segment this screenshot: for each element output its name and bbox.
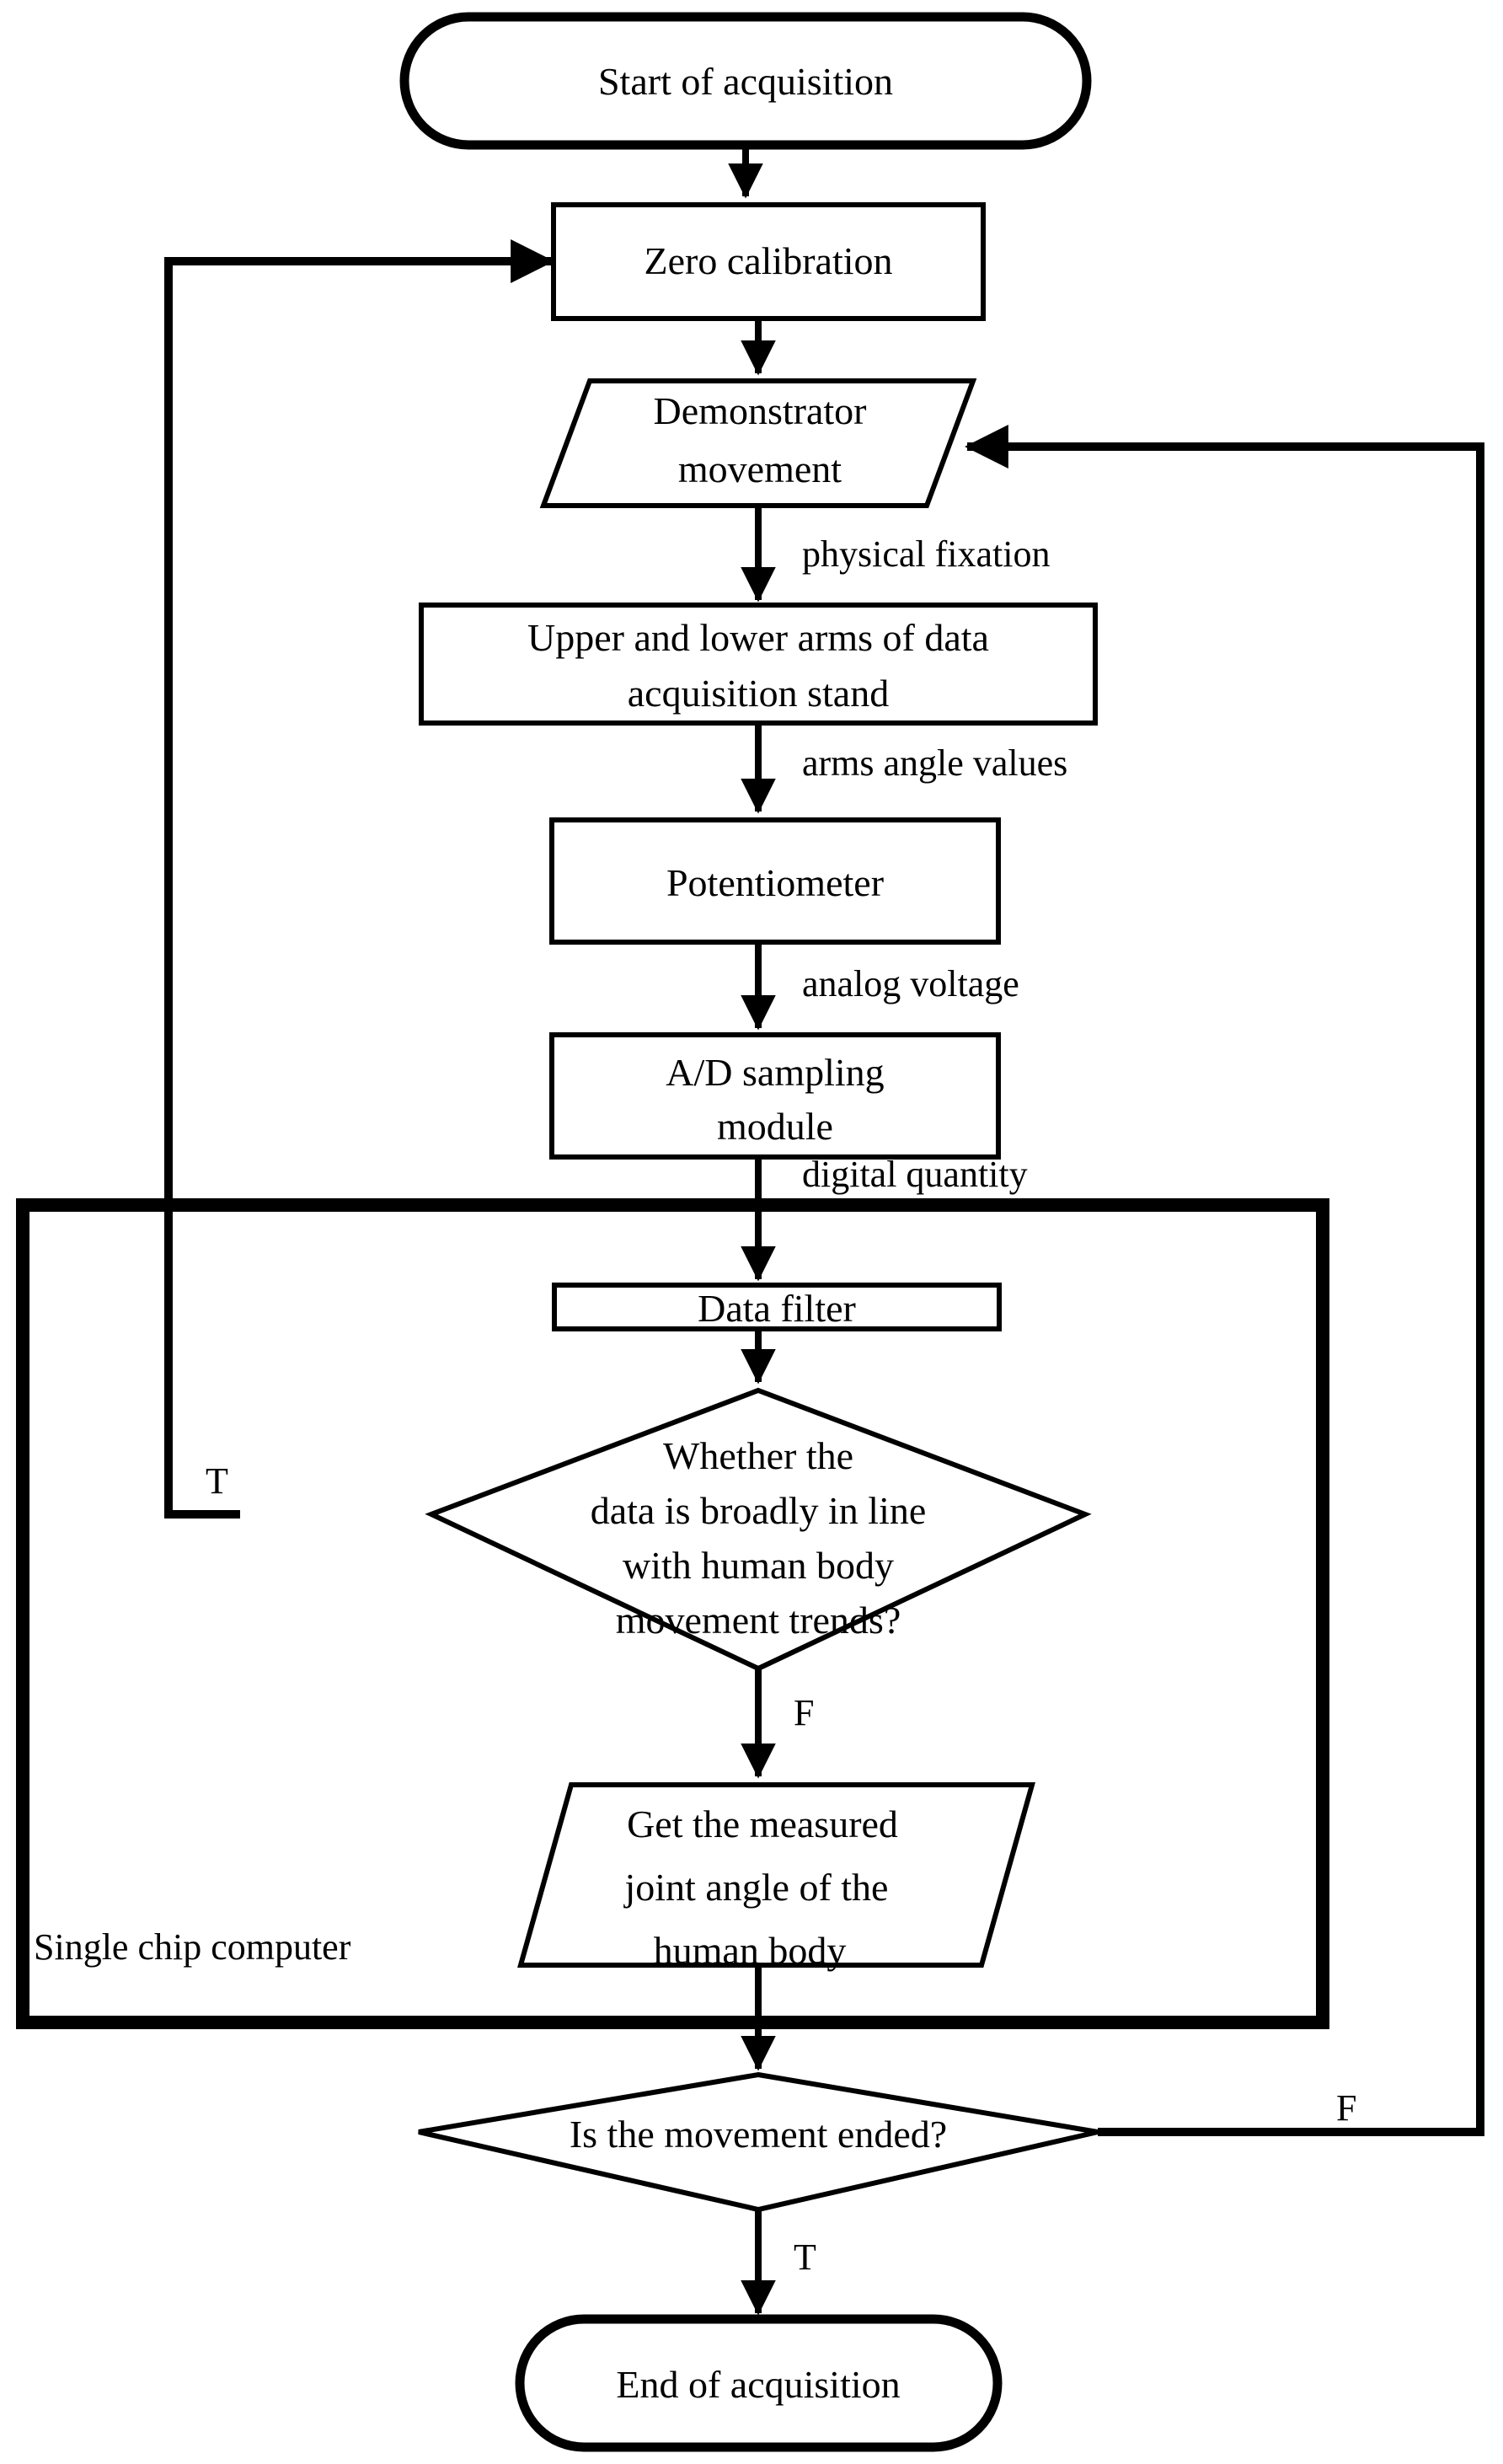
edge-label-physical-fixation: physical fixation	[802, 533, 1051, 575]
node-arms-stand[interactable]	[419, 603, 1098, 726]
node-ad-module-label-line2: module	[717, 1105, 833, 1148]
node-demonstrator-movement-label-line2: movement	[678, 447, 842, 490]
node-demonstrator-movement-label-line1: Demonstrator	[654, 389, 867, 432]
edge-label-analog-voltage: analog voltage	[802, 963, 1019, 1004]
node-joint-angle-label-line3: human body	[654, 1929, 847, 1972]
node-arms-stand-label-line1: Upper and lower arms of data	[527, 616, 989, 659]
node-trend-decision-label-line3: with human body	[623, 1544, 894, 1587]
node-trend-decision-label-line4: movement trends?	[616, 1599, 901, 1642]
node-joint-angle-label-line1: Get the measured	[627, 1802, 898, 1845]
node-trend-decision-label-line2: data is broadly in line	[591, 1489, 927, 1532]
node-zero-calibration[interactable]	[551, 202, 986, 321]
edge-trend-true-to-zero-calibration	[164, 239, 555, 1519]
node-end-label: End of acquisition	[616, 2363, 900, 2406]
edge-label-ended-false: F	[1336, 2087, 1356, 2129]
node-joint-angle-label-line2: joint angle of the	[623, 1866, 889, 1909]
node-ad-module[interactable]	[549, 1032, 1001, 1160]
node-joint-angle[interactable]	[517, 1782, 1035, 1968]
edge-label-trend-true: T	[206, 1460, 228, 1502]
group-label: Single chip computer	[34, 1926, 351, 1968]
edge-label-trend-false: F	[794, 1692, 814, 1733]
node-trend-decision-label-line1: Whether the	[663, 1434, 853, 1477]
edge-ended-false-to-demonstrator	[964, 425, 1484, 2136]
node-end[interactable]	[515, 2314, 1003, 2452]
node-zero-calibration-label: Zero calibration	[644, 239, 892, 282]
node-ad-module-label-line1: A/D sampling	[666, 1051, 884, 1094]
node-potentiometer-label: Potentiometer	[666, 861, 884, 904]
node-start-label: Start of acquisition	[598, 60, 893, 103]
edge-label-digital-quantity: digital quantity	[802, 1154, 1028, 1195]
node-arms-stand-label-line2: acquisition stand	[628, 672, 889, 715]
single-chip-computer-group	[16, 1198, 1329, 2029]
node-data-filter[interactable]	[552, 1283, 1002, 1331]
edge-label-ended-true: T	[794, 2236, 816, 2278]
node-data-filter-label: Data filter	[698, 1287, 856, 1330]
edge-label-arms-angle-values: arms angle values	[802, 742, 1067, 784]
node-movement-ended-label: Is the movement ended?	[570, 2113, 947, 2156]
node-potentiometer[interactable]	[549, 817, 1001, 945]
node-demonstrator-movement[interactable]	[539, 378, 977, 508]
